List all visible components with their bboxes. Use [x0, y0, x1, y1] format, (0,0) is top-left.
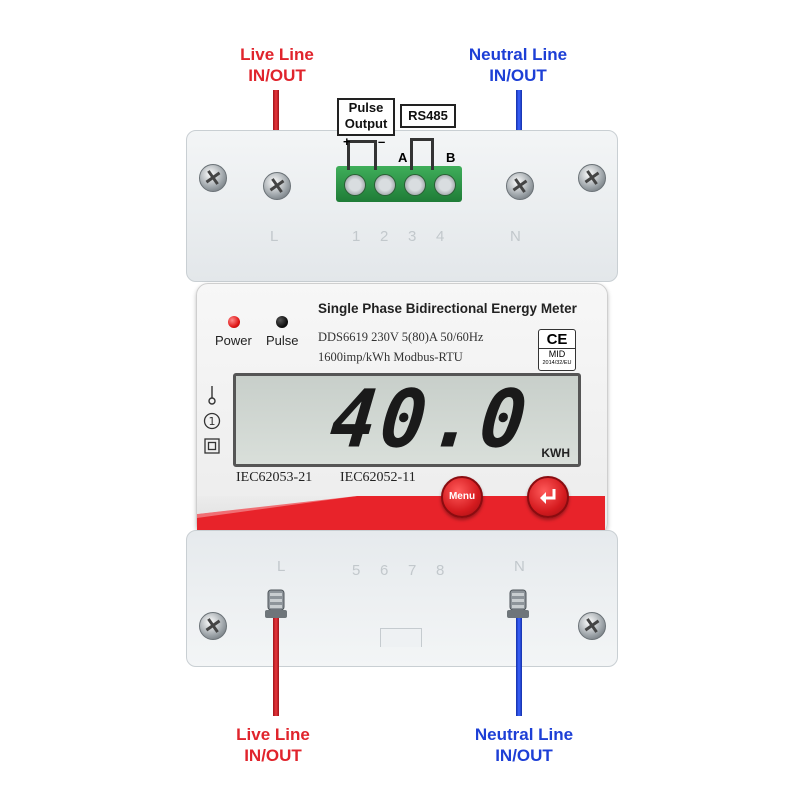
- meter-title: Single Phase Bidirectional Energy Meter: [318, 301, 577, 316]
- pulse-output-label: Pulse Output: [337, 98, 395, 136]
- bottom-terminal-7: 7: [408, 562, 417, 579]
- top-terminal-3: 3: [408, 228, 417, 245]
- rs485-text: RS485: [408, 108, 448, 123]
- neutral-wire-bottom: [516, 618, 522, 716]
- top-terminal-2: 2: [380, 228, 389, 245]
- top-terminal-l: L: [270, 228, 279, 245]
- terminal-hole-icon: [434, 174, 456, 196]
- connector-pin: [347, 140, 375, 143]
- pulse-led-icon: [276, 316, 288, 328]
- live-terminal-screw-icon: [263, 172, 291, 200]
- neutral-terminal-screw-icon: [506, 172, 534, 200]
- spec-line-1: DDS6619 230V 5(80)A 50/60Hz: [318, 330, 484, 344]
- bottom-terminal-5: 5: [352, 562, 361, 579]
- top-terminal-n: N: [510, 228, 521, 245]
- pulse-output-line1: Pulse: [348, 100, 384, 115]
- housing-screw-icon: [578, 612, 606, 640]
- standard-iec62053: IEC62053-21: [236, 470, 313, 485]
- mid-mark: MID: [539, 348, 575, 359]
- housing-screw-icon: [578, 164, 606, 192]
- live-line-bottom-inout: IN/OUT: [244, 746, 302, 765]
- live-line-top-title: Live Line: [240, 45, 314, 64]
- live-line-bottom-label: Live Line IN/OUT: [218, 724, 328, 766]
- top-terminal-1: 1: [352, 228, 361, 245]
- connector-pin: [410, 138, 413, 170]
- bottom-terminal-l: L: [277, 558, 286, 575]
- terminal-hole-icon: [404, 174, 426, 196]
- bottom-terminal-6: 6: [380, 562, 389, 579]
- spec-line-2: 1600imp/kWh Modbus-RTU: [318, 350, 463, 364]
- neutral-bottom-connector-icon: [507, 589, 529, 618]
- neutral-line-top-label: Neutral Line IN/OUT: [448, 44, 588, 86]
- energy-reading: 40.0: [326, 371, 535, 466]
- live-bottom-connector-icon: [265, 589, 287, 618]
- energy-unit: KWH: [541, 446, 570, 460]
- power-led-icon: [228, 316, 240, 328]
- connector-pin: [410, 138, 434, 141]
- red-accent-band: [197, 496, 605, 532]
- enter-button[interactable]: [527, 476, 569, 518]
- terminal-hole-icon: [374, 174, 396, 196]
- bottom-terminal-n: N: [514, 558, 525, 575]
- housing-screw-icon: [199, 164, 227, 192]
- connector-pin: [374, 140, 377, 170]
- circled-one-icon: 1: [203, 412, 221, 430]
- connector-pin: [347, 140, 350, 170]
- rs485-label: RS485: [400, 104, 456, 128]
- rs485-b-label: B: [446, 150, 456, 165]
- upper-terminal-housing: [186, 130, 618, 282]
- pulse-output-line2: Output: [344, 116, 388, 131]
- terminal-hole-icon: [344, 174, 366, 196]
- neutral-line-bottom-title: Neutral Line: [474, 725, 574, 744]
- neutral-line-top-title: Neutral Line: [468, 45, 568, 64]
- standard-iec62052: IEC62052-11: [340, 470, 416, 485]
- din-rail-clip: [380, 628, 422, 647]
- plus-sign: +: [343, 134, 351, 149]
- rs485-a-label: A: [398, 150, 408, 165]
- live-wire-bottom: [273, 618, 279, 716]
- bottom-terminal-8: 8: [436, 562, 445, 579]
- menu-button-label: Menu: [448, 491, 476, 502]
- signal-terminal-block: [336, 166, 462, 202]
- live-line-top-inout: IN/OUT: [248, 66, 306, 85]
- live-line-top-label: Live Line IN/OUT: [222, 44, 332, 86]
- mid-year: 2014/32/EU: [542, 360, 572, 366]
- pulse-led-label: Pulse: [266, 333, 299, 348]
- connector-pin: [431, 138, 434, 170]
- power-led-label: Power: [215, 333, 252, 348]
- live-line-bottom-title: Live Line: [236, 725, 310, 744]
- neutral-line-top-inout: IN/OUT: [489, 66, 547, 85]
- ce-mid-mark: CE MID 2014/32/EU: [538, 329, 576, 371]
- menu-button[interactable]: Menu: [441, 476, 483, 518]
- svg-text:1: 1: [209, 415, 216, 428]
- minus-sign: –: [378, 134, 386, 149]
- neutral-line-bottom-inout: IN/OUT: [495, 746, 553, 765]
- housing-screw-icon: [199, 612, 227, 640]
- switch-icon: [205, 384, 219, 406]
- square-icon: [204, 438, 220, 454]
- ce-mark: CE: [546, 331, 568, 348]
- neutral-line-bottom-label: Neutral Line IN/OUT: [454, 724, 594, 766]
- enter-arrow-icon: [540, 489, 556, 504]
- top-terminal-4: 4: [436, 228, 445, 245]
- lcd-display: 40.0 KWH: [233, 371, 581, 467]
